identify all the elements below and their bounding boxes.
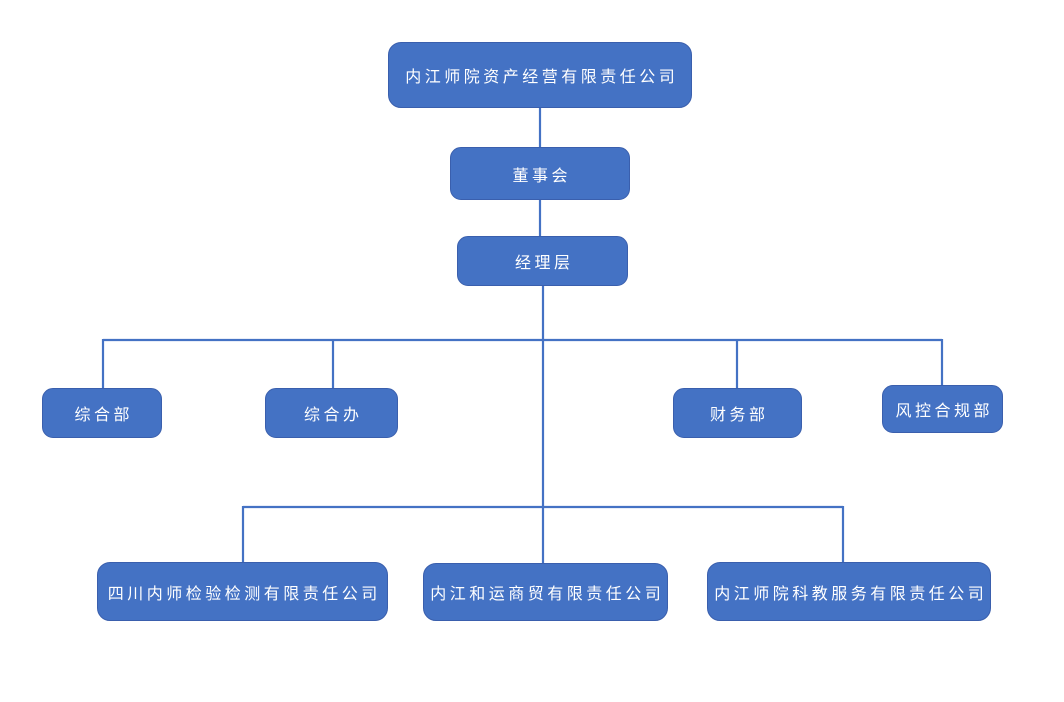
org-node-sub-inspection: 四川内师检验检测有限责任公司 bbox=[97, 562, 388, 621]
org-node-dept-risk: 风控合规部 bbox=[882, 385, 1003, 433]
org-node-board: 董事会 bbox=[450, 147, 630, 200]
org-node-root: 内江师院资产经营有限责任公司 bbox=[388, 42, 692, 108]
org-node-sub-trading: 内江和运商贸有限责任公司 bbox=[423, 563, 668, 621]
org-node-dept-general-office: 综合办 bbox=[265, 388, 398, 438]
org-node-sub-science: 内江师院科教服务有限责任公司 bbox=[707, 562, 991, 621]
org-node-dept-finance: 财务部 bbox=[673, 388, 802, 438]
org-node-management: 经理层 bbox=[457, 236, 628, 286]
org-node-dept-general: 综合部 bbox=[42, 388, 162, 438]
